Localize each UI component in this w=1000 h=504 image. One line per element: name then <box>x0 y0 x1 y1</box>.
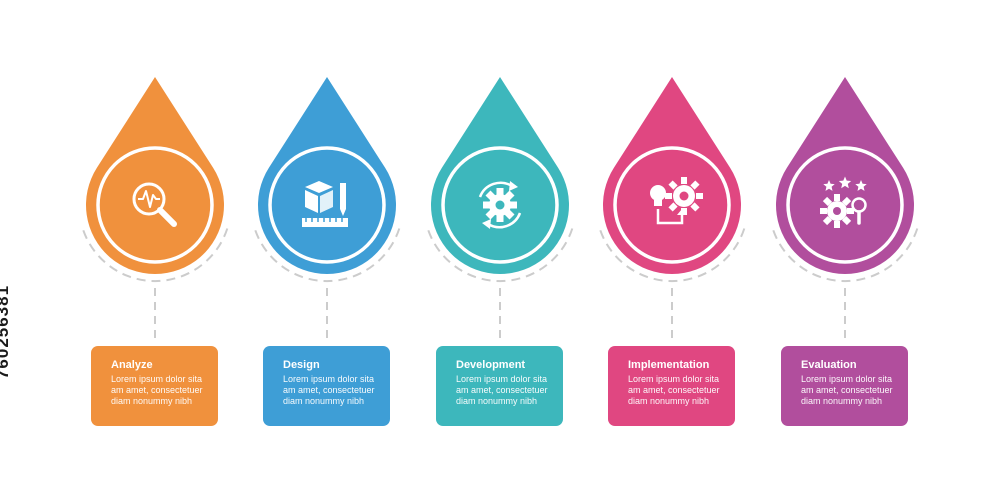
dashed-arc <box>81 228 229 282</box>
gear-cycle-icon <box>478 181 522 229</box>
droplet-shape <box>430 77 569 275</box>
step-text: Lorem ipsum dolor sita am amet, consecte… <box>628 374 720 406</box>
step-title: Implementation <box>628 359 710 371</box>
stock-id-label: 760256381 <box>0 284 13 380</box>
stars-gear-search-icon <box>820 176 867 228</box>
step-title: Analyze <box>111 359 153 371</box>
step-drop-implementation <box>598 77 746 343</box>
ring-outline <box>786 146 904 264</box>
dashed-arc <box>598 228 746 282</box>
step-text: Lorem ipsum dolor sita am amet, consecte… <box>283 374 375 406</box>
step-card-evaluation: Evaluation Lorem ipsum dolor sita am ame… <box>781 346 908 426</box>
droplet-shape <box>85 77 224 275</box>
step-card-development: Development Lorem ipsum dolor sita am am… <box>436 346 563 426</box>
ring-outline <box>613 146 731 264</box>
droplet-shape <box>603 77 742 275</box>
step-text: Lorem ipsum dolor sita am amet, consecte… <box>111 374 203 406</box>
step-text: Lorem ipsum dolor sita am amet, consecte… <box>456 374 548 406</box>
step-card-design: Design Lorem ipsum dolor sita am amet, c… <box>263 346 390 426</box>
step-drop-development <box>426 77 574 343</box>
step-title: Evaluation <box>801 359 857 371</box>
dashed-arc <box>426 228 574 282</box>
step-card-analyze: Analyze Lorem ipsum dolor sita am amet, … <box>91 346 218 426</box>
step-drop-design <box>253 77 401 343</box>
droplet-shape <box>258 77 396 275</box>
magnifier-pulse-icon <box>132 182 177 227</box>
step-drop-evaluation <box>771 77 919 343</box>
step-title: Development <box>456 359 526 371</box>
ring-outline <box>268 146 386 264</box>
step-text: Lorem ipsum dolor sita am amet, consecte… <box>801 374 893 406</box>
ring-outline <box>96 146 214 264</box>
step-card-implementation: Implementation Lorem ipsum dolor sita am… <box>608 346 735 426</box>
bulb-gear-icon <box>650 177 703 225</box>
dashed-arc <box>253 228 401 282</box>
ring-outline <box>441 146 559 264</box>
droplet-shape <box>776 77 914 275</box>
dashed-arc <box>771 228 919 282</box>
cube-pencil-ruler-icon <box>302 181 348 227</box>
step-drop-analyze <box>81 77 229 343</box>
step-title: Design <box>283 359 320 371</box>
